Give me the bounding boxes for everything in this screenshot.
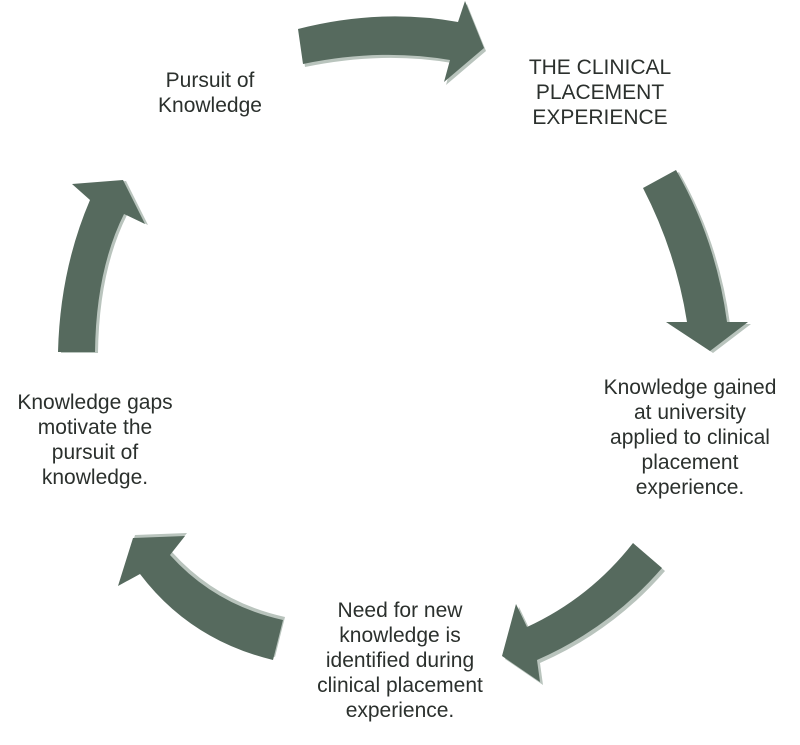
node-knowledge-applied: Knowledge gained at university applied t…: [580, 375, 800, 500]
node-line: identified during: [325, 649, 475, 672]
arrow-pursuit-to-clinical-placement: [298, 1, 486, 85]
node-line: placement: [641, 451, 739, 474]
node-line: Need for new: [337, 599, 463, 622]
arrow-need-identified-to-gaps-motivate: [118, 533, 285, 660]
node-line: Knowledge gaps: [17, 391, 173, 414]
node-need-identified: Need for new knowledge is identified dur…: [290, 598, 510, 723]
node-line: pursuit of: [51, 441, 139, 464]
node-line: knowledge.: [41, 466, 149, 489]
node-line: motivate the: [37, 416, 153, 439]
node-line: PLACEMENT: [535, 81, 665, 104]
node-line: experience.: [345, 699, 455, 722]
node-line: experience.: [635, 476, 745, 499]
node-line: Pursuit of: [165, 69, 255, 92]
node-pursuit-of-knowledge: Pursuit of Knowledge: [130, 68, 290, 118]
node-line: Knowledge gained: [603, 376, 777, 399]
node-line: EXPERIENCE: [532, 106, 668, 129]
arrow-clinical-placement-to-knowledge-applied: [643, 170, 751, 353]
node-clinical-placement-experience: THE CLINICAL PLACEMENT EXPERIENCE: [500, 55, 700, 130]
node-line: knowledge is: [339, 624, 461, 647]
arrow-knowledge-applied-to-need-identified: [502, 543, 665, 685]
node-line: at university: [633, 401, 747, 424]
node-gaps-motivate: Knowledge gaps motivate the pursuit of k…: [0, 390, 190, 490]
node-line: THE CLINICAL: [528, 56, 672, 79]
node-line: clinical placement: [317, 674, 483, 697]
node-line: Knowledge: [158, 94, 262, 117]
node-line: applied to clinical: [610, 426, 770, 449]
arrow-gaps-motivate-to-pursuit: [58, 180, 148, 353]
